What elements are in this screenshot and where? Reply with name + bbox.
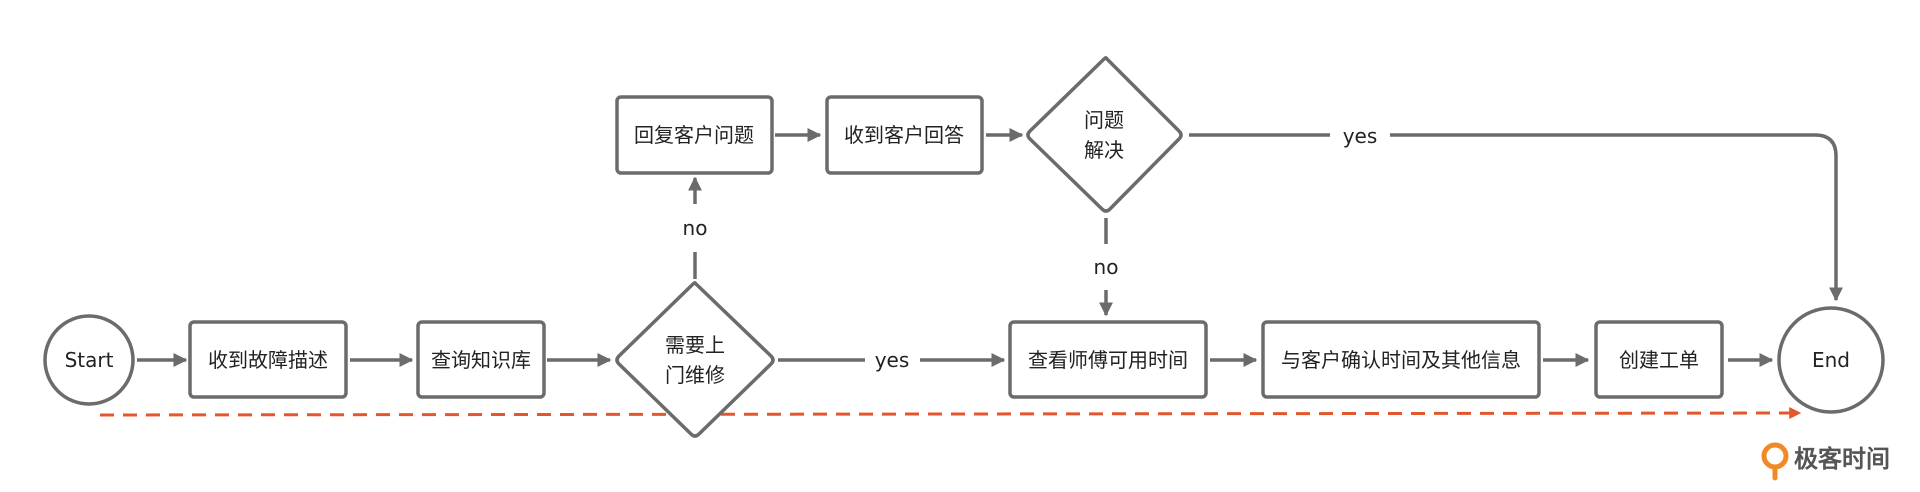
edge-labels: no yes yes no [683, 124, 1378, 372]
highlight-path [99, 407, 1802, 420]
node-reply-customer-label: 回复客户问题 [634, 123, 754, 147]
node-end-label: End [1812, 348, 1850, 372]
node-start: Start [43, 314, 135, 406]
edge-label-resolved-yes: yes [1343, 124, 1378, 148]
node-reply-customer: 回复客户问题 [615, 95, 774, 175]
node-receive-fault: 收到故障描述 [188, 320, 348, 399]
node-need-onsite-label-line1: 需要上 [665, 333, 725, 357]
brand-watermark: 极客时间 [1761, 442, 1890, 481]
geektime-logo-icon [1761, 442, 1789, 481]
node-problem-resolved-label-line1: 问题 [1084, 108, 1124, 132]
node-create-ticket: 创建工单 [1594, 320, 1724, 399]
node-receive-fault-label: 收到故障描述 [208, 348, 328, 372]
edges [99, 128, 1843, 420]
edge-resolved-yes-right [1390, 133, 1843, 302]
node-check-time: 查看师傅可用时间 [1008, 320, 1208, 399]
node-check-time-label: 查看师傅可用时间 [1028, 348, 1188, 372]
node-problem-resolved-label-line2: 解决 [1084, 138, 1124, 162]
edge-label-resolved-no: no [1094, 255, 1119, 279]
node-create-ticket-label: 创建工单 [1619, 348, 1699, 372]
node-receive-answer-label: 收到客户回答 [844, 123, 964, 147]
edge-label-onsite-yes: yes [875, 348, 910, 372]
node-problem-resolved: 问题 解决 [1026, 56, 1183, 213]
edge-label-onsite-no: no [683, 216, 708, 240]
node-query-kb: 查询知识库 [416, 320, 546, 399]
node-end: End [1777, 306, 1885, 414]
brand-name: 极客时间 [1794, 445, 1890, 473]
node-need-onsite-label-line2: 门维修 [665, 363, 725, 387]
node-need-onsite: 需要上 门维修 [615, 281, 775, 438]
node-query-kb-label: 查询知识库 [431, 348, 531, 372]
node-confirm-customer: 与客户确认时间及其他信息 [1261, 320, 1541, 399]
node-receive-answer: 收到客户回答 [825, 95, 984, 175]
node-confirm-customer-label: 与客户确认时间及其他信息 [1281, 348, 1521, 372]
node-start-label: Start [65, 348, 114, 372]
